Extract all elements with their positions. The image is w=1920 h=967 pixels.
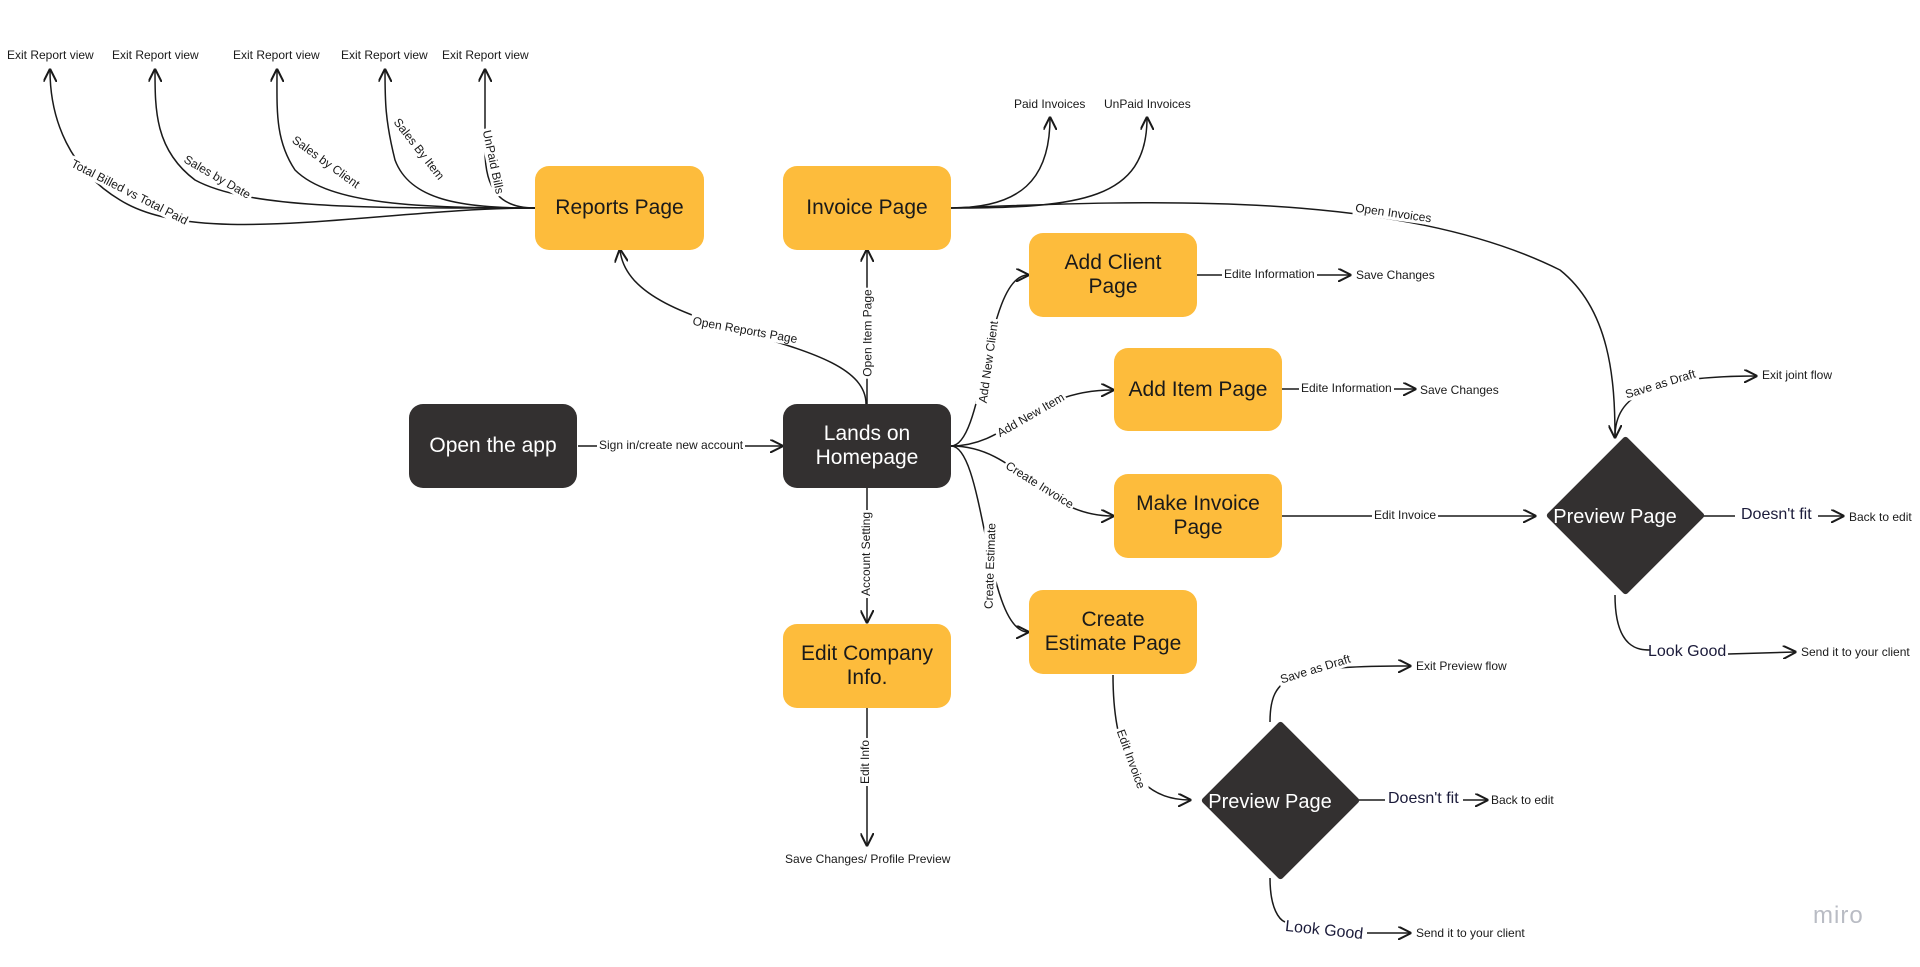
node-make-invoice-page[interactable]: Make Invoice Page bbox=[1114, 474, 1282, 558]
edge-open-invoices bbox=[950, 201, 1615, 437]
target-exit-preview-flow: Exit Preview flow bbox=[1416, 659, 1507, 673]
label-open-item: Open Item Page bbox=[860, 287, 875, 379]
target-exit-report-view: Exit Report view bbox=[112, 48, 199, 62]
node-open-app[interactable]: Open the app bbox=[409, 404, 577, 488]
edge-total-billed bbox=[50, 70, 536, 226]
label-edite-info-client: Edite Information bbox=[1222, 267, 1317, 281]
edge-look-good-main bbox=[1614, 594, 1651, 651]
preview-page-label: Preview Page bbox=[1208, 790, 1332, 813]
preview-page-label: Preview Page bbox=[1553, 505, 1677, 528]
miro-logo: miro bbox=[1813, 902, 1864, 929]
node-reports-page[interactable]: Reports Page bbox=[535, 166, 704, 250]
edge-sales-by-item bbox=[385, 70, 536, 209]
target-save-changes-client: Save Changes bbox=[1356, 268, 1435, 282]
node-preview-page-estimate[interactable]: Preview Page bbox=[1180, 720, 1361, 882]
label-edit-invoice: Edit Invoice bbox=[1372, 508, 1439, 522]
label-account-setting: Account Setting bbox=[859, 509, 874, 599]
edge-unpaid-invoices bbox=[950, 118, 1147, 209]
node-homepage[interactable]: Lands on Homepage bbox=[783, 404, 951, 488]
target-unpaid-invoices: UnPaid Invoices bbox=[1104, 97, 1191, 111]
label-edite-info-item: Edite Information bbox=[1299, 381, 1394, 395]
target-back-to-edit-estimate: Back to edit bbox=[1491, 793, 1554, 807]
label-doesnt-fit-estimate: Doesn't fit bbox=[1388, 790, 1459, 807]
target-save-changes-item: Save Changes bbox=[1420, 383, 1499, 397]
target-exit-report-view: Exit Report view bbox=[7, 48, 94, 62]
target-exit-report-view: Exit Report view bbox=[442, 48, 529, 62]
target-back-to-edit-main: Back to edit bbox=[1849, 510, 1912, 524]
edge-look-good-est bbox=[1269, 877, 1286, 923]
label-doesnt-fit-main: Doesn't fit bbox=[1741, 506, 1812, 523]
target-paid-invoices: Paid Invoices bbox=[1014, 97, 1086, 111]
label-signin: Sign in/create new account bbox=[597, 438, 746, 452]
node-preview-page-main[interactable]: Preview Page bbox=[1525, 435, 1706, 597]
target-save-changes-profile: Save Changes/ Profile Preview bbox=[785, 852, 951, 866]
target-exit-report-view: Exit Report view bbox=[341, 48, 428, 62]
node-create-estimate-page[interactable]: Create Estimate Page bbox=[1029, 590, 1197, 674]
node-edit-company-info[interactable]: Edit Company Info. bbox=[783, 624, 951, 708]
edge-sales-by-date bbox=[155, 70, 536, 209]
label-look-good-main: Look Good bbox=[1648, 643, 1727, 660]
node-add-item-page[interactable]: Add Item Page bbox=[1114, 348, 1282, 431]
edge-send-main bbox=[1727, 652, 1795, 654]
edge-paid-invoices bbox=[950, 118, 1050, 209]
target-send-to-client-estimate: Send it to your client bbox=[1416, 926, 1525, 940]
node-invoice-page[interactable]: Invoice Page bbox=[783, 166, 951, 250]
edge-sales-by-client bbox=[277, 70, 536, 209]
target-send-to-client-main: Send it to your client bbox=[1801, 645, 1910, 659]
node-add-client-page[interactable]: Add Client Page bbox=[1029, 233, 1197, 317]
label-edit-info: Edit Info bbox=[858, 737, 873, 787]
target-exit-report-view: Exit Report view bbox=[233, 48, 320, 62]
target-exit-joint-flow: Exit joint flow bbox=[1762, 368, 1833, 382]
